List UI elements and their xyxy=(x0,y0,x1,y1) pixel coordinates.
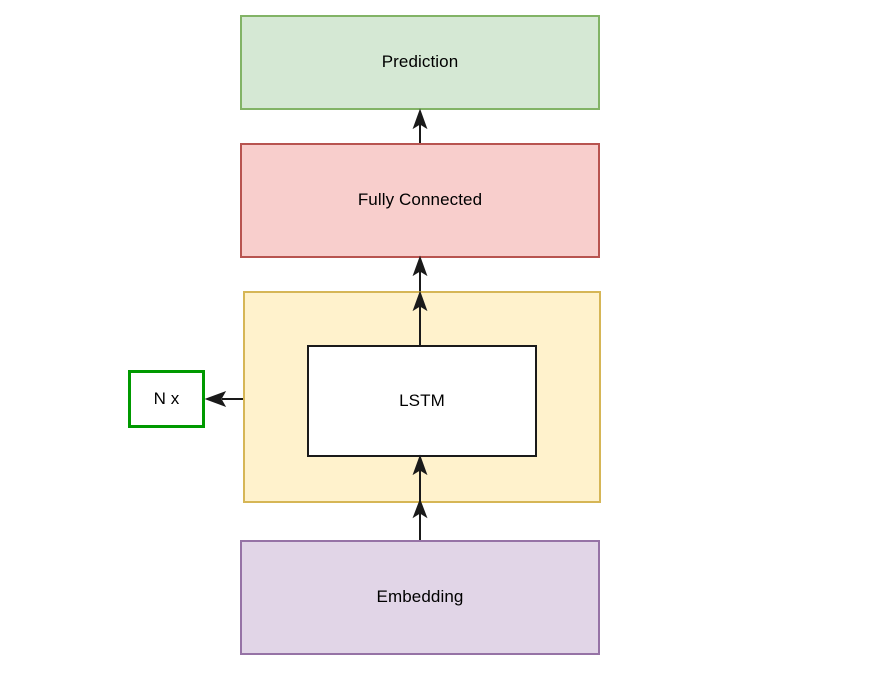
node-repeat-count[interactable]: N x xyxy=(128,370,205,428)
node-lstm-label: LSTM xyxy=(399,390,445,410)
node-embedding[interactable]: Embedding xyxy=(240,540,600,655)
node-fully-connected-label: Fully Connected xyxy=(357,190,483,210)
node-prediction-label: Prediction xyxy=(381,52,459,72)
node-lstm[interactable]: LSTM xyxy=(307,345,537,457)
node-prediction[interactable]: Prediction xyxy=(240,15,600,110)
node-repeat-count-label: N x xyxy=(153,388,180,408)
node-embedding-label: Embedding xyxy=(376,587,464,607)
